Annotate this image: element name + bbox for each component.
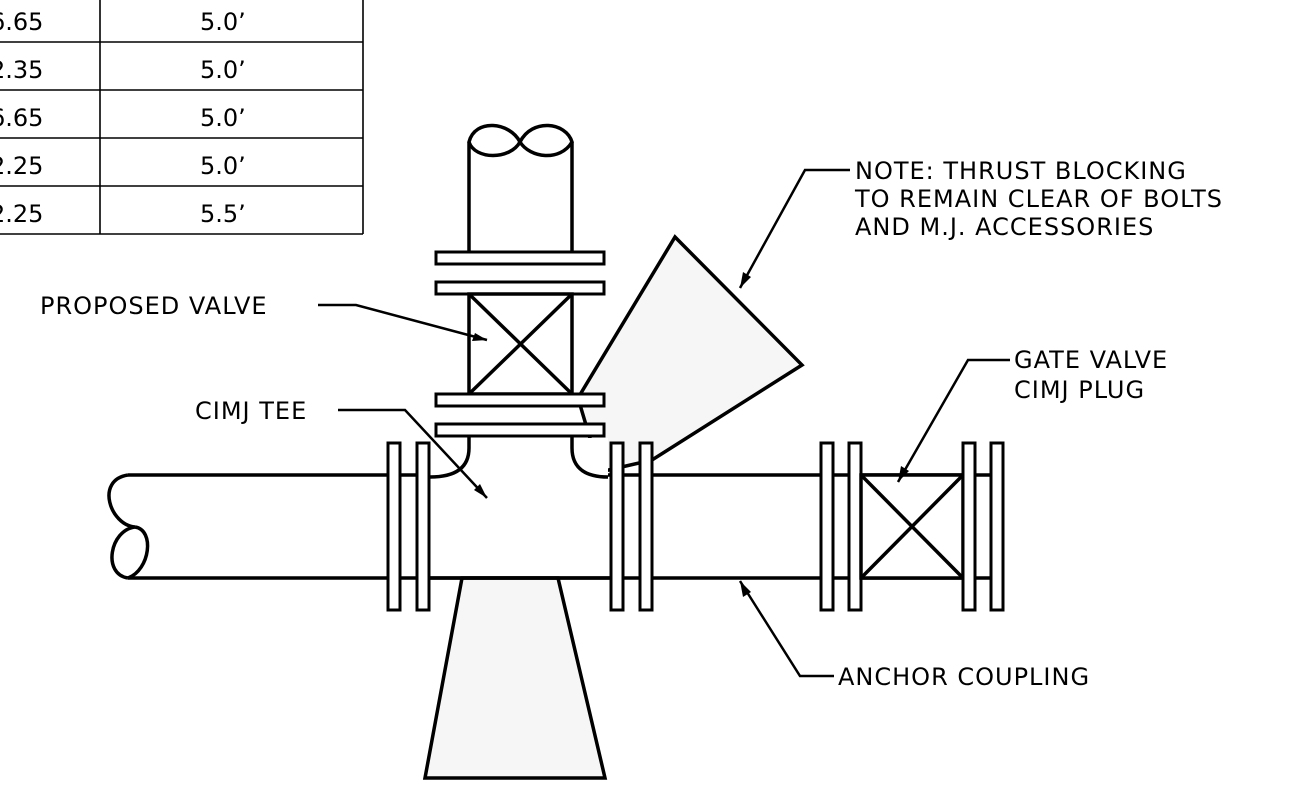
- branch-pipe: [467, 123, 574, 252]
- table-cell: 5.0’: [200, 104, 246, 132]
- table-cell: 5.0’: [200, 152, 246, 180]
- table-cell: 2.25: [0, 200, 43, 228]
- pipe-break-symbol: [467, 123, 574, 158]
- lower-thrust-block: [422, 576, 608, 780]
- note-text-line3: AND M.J. ACCESSORIES: [855, 213, 1154, 241]
- table-cell: 5.5’: [200, 200, 246, 228]
- table-cell: 6.65: [0, 8, 43, 36]
- table-cell: 2.25: [0, 152, 43, 180]
- note-text-line1: NOTE: THRUST BLOCKING: [855, 157, 1187, 185]
- proposed-valve-label: PROPOSED VALVE: [40, 292, 268, 320]
- arrowhead-icon: [474, 484, 487, 498]
- tee-right-flanges: [609, 441, 654, 612]
- arrowhead-icon: [472, 333, 487, 341]
- anchor-coupling-leader: [738, 580, 834, 678]
- gate-valve-left-flanges: [819, 441, 863, 612]
- leader-lines: [318, 168, 1010, 678]
- arrowhead-icon: [740, 581, 751, 597]
- proposed-valve: [434, 250, 606, 438]
- cimj-tee: [429, 436, 610, 580]
- gate-valve-label-line1: GATE VALVE: [1014, 346, 1168, 374]
- note-text-line2: TO REMAIN CLEAR OF BOLTS: [854, 185, 1223, 213]
- anchor-coupling-label: ANCHOR COUPLING: [838, 663, 1090, 691]
- arrowhead-icon: [898, 466, 909, 482]
- table-cell: 6.65: [0, 104, 43, 132]
- gate-valve-leader: [896, 358, 1010, 483]
- schedule-table: 6.65 5.0’ 2.35 5.0’ 6.65 5.0’ 2.25 5.0’ …: [0, 0, 364, 235]
- table-cell: 2.35: [0, 56, 43, 84]
- tee-left-flanges: [386, 441, 431, 612]
- upper-thrust-block: [576, 234, 805, 475]
- table-cell: 5.0’: [200, 8, 246, 36]
- cimj-tee-leader: [338, 408, 488, 499]
- note-leader: [738, 168, 850, 289]
- pipe-break-symbol: [127, 525, 150, 580]
- pipe-break-symbol: [107, 473, 136, 580]
- arrowhead-icon: [740, 272, 751, 288]
- gate-valve-label-line2: CIMJ PLUG: [1014, 376, 1145, 404]
- proposed-valve-leader: [318, 303, 488, 342]
- cimj-tee-label: CIMJ TEE: [195, 397, 307, 425]
- table-cell: 5.0’: [200, 56, 246, 84]
- gate-valve: [859, 441, 1005, 612]
